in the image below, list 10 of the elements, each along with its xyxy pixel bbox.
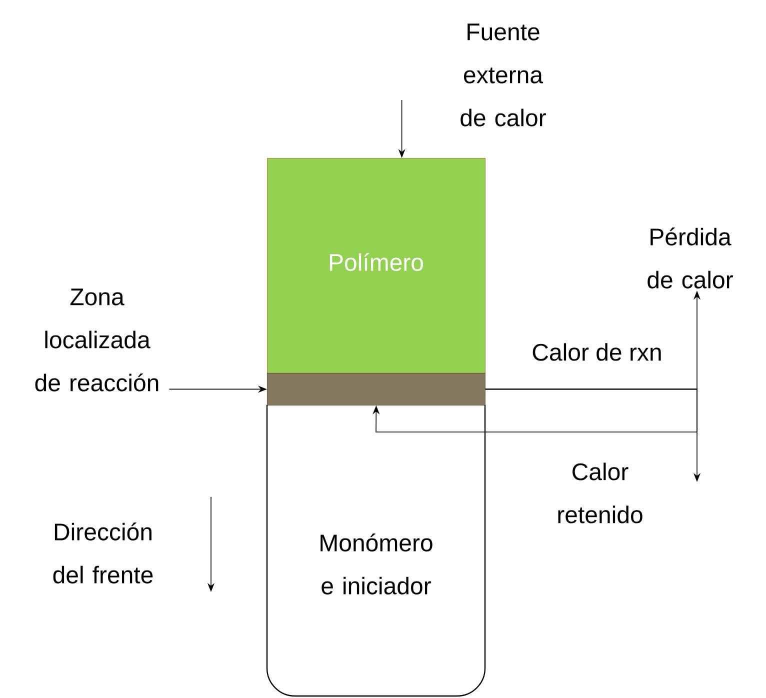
polymer-box: Polímero bbox=[267, 158, 486, 374]
text-label: Dirección del frente bbox=[53, 522, 153, 584]
arrow bbox=[372, 388, 698, 432]
text-label: Monómero e iniciador bbox=[320, 534, 432, 594]
edge-label: Calor de rxn bbox=[530, 342, 664, 362]
text-label: Pérdida de calor bbox=[648, 228, 733, 288]
text-label: Calor retenido bbox=[558, 462, 642, 524]
reaction-zone-band bbox=[267, 373, 486, 406]
text-label: Zona localizada de reacción bbox=[35, 288, 158, 392]
text-label: Fuente externa de calor bbox=[460, 24, 546, 126]
